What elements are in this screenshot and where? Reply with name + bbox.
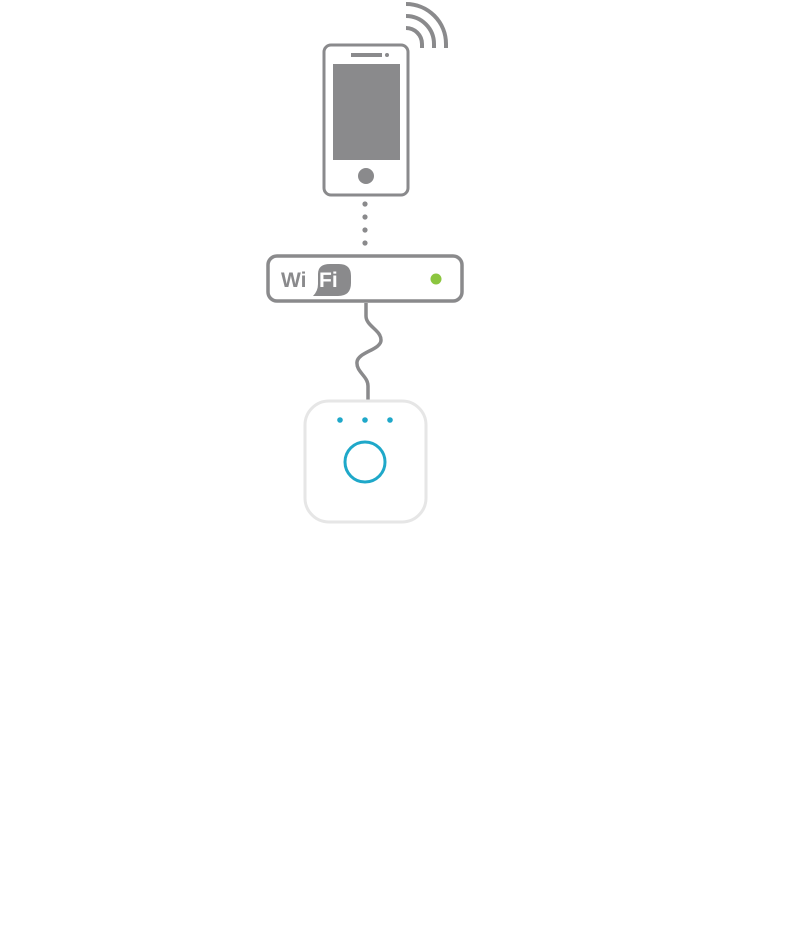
phone-camera — [385, 53, 389, 57]
phone-speaker — [351, 53, 382, 57]
wifi-router-icon: Wi Fi — [266, 254, 464, 303]
signal-arc-large — [405, 2, 448, 48]
wifi-logo-right: Fi — [319, 269, 338, 292]
ethernet-cable — [355, 303, 383, 400]
smartphone-icon — [322, 43, 410, 197]
phone-screen — [333, 64, 400, 160]
signal-arc-small — [405, 26, 424, 48]
link-dot — [362, 240, 368, 246]
wireless-link-dots — [362, 201, 368, 246]
router-body — [266, 254, 464, 303]
bridge-indicator-dot — [362, 417, 368, 423]
bridge-indicator-dot — [387, 417, 393, 423]
link-dot — [362, 201, 368, 207]
signal-arc-medium — [405, 14, 436, 48]
bridge-link-button[interactable] — [343, 440, 387, 484]
phone-home-button — [358, 168, 374, 184]
wireless-signal-icon — [405, 2, 448, 48]
bridge-hub-icon — [303, 399, 428, 524]
wifi-logo-left: Wi — [281, 269, 306, 292]
bridge-indicator-dot — [337, 417, 343, 423]
link-dot — [362, 227, 368, 233]
bridge-body — [303, 399, 428, 524]
router-status-led — [430, 273, 442, 285]
wifi-logo-badge — [313, 264, 351, 296]
link-dot — [362, 214, 368, 220]
